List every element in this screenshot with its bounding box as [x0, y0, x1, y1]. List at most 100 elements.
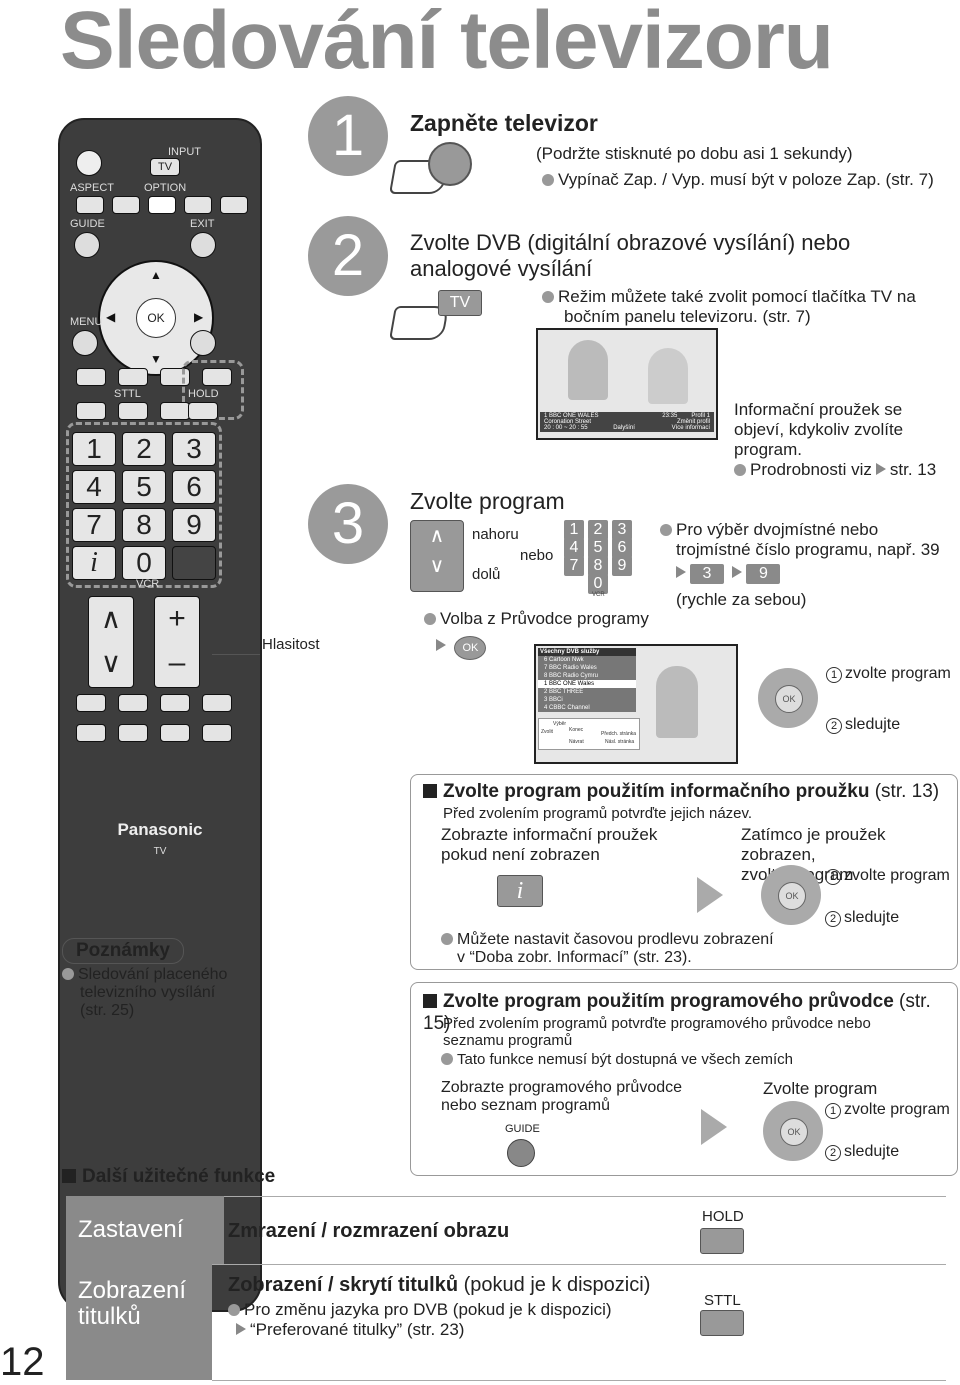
sttl-label: STTL: [114, 388, 141, 400]
remote-button[interactable]: [160, 402, 190, 420]
brand-logo: Panasonic: [117, 820, 203, 839]
remote-button[interactable]: [172, 546, 216, 580]
step-1-note-2: Vypínač Zap. / Vyp. musí být v poloze Za…: [542, 170, 934, 190]
navigation-pad[interactable]: ▲ ▼ ◀ ▶ OK: [98, 260, 214, 376]
step-3-badge: 3: [308, 484, 388, 564]
volume-up-icon[interactable]: +: [168, 602, 186, 635]
two-digit-note: Pro výběr dvojmístné nebo trojmístné čís…: [660, 520, 940, 560]
option-button[interactable]: [148, 196, 176, 214]
channel-down-icon[interactable]: ∨: [100, 647, 122, 678]
channel-rocker[interactable]: ∧ ∨: [88, 596, 134, 688]
down-label: dolů: [472, 566, 501, 583]
info-bar: 1 BBC ONE WALES Profil 1 23:35 Coronatio…: [540, 412, 714, 432]
power-icon[interactable]: [76, 150, 102, 176]
remote-button[interactable]: [76, 402, 106, 420]
exit-button[interactable]: [190, 232, 216, 258]
key-9[interactable]: 9: [172, 508, 216, 542]
remote-button[interactable]: [118, 724, 148, 742]
brand-sub: TV: [153, 846, 167, 857]
ok-key-icon: OK: [454, 636, 487, 660]
hand-press-tv-icon: TV: [389, 290, 492, 350]
tv-key-icon: TV: [438, 290, 482, 316]
remote-button[interactable]: [190, 330, 216, 356]
key-3[interactable]: 3: [172, 432, 216, 466]
aspect-label: ASPECT: [70, 182, 115, 194]
aspect-button[interactable]: [76, 196, 104, 214]
step-1-note: (Podržte stisknuté po dobu asi 1 sekundy…: [536, 144, 853, 163]
step-2-badge: 2: [308, 216, 388, 296]
hold-button[interactable]: [188, 402, 218, 420]
key-0[interactable]: 0: [122, 546, 166, 580]
divider: [66, 1264, 946, 1265]
sttl-key-icon: [700, 1310, 744, 1336]
key-1[interactable]: 1: [72, 432, 116, 466]
ok-pad-icon: OK: [761, 865, 821, 925]
input-label: INPUT: [168, 146, 201, 158]
menu-button[interactable]: [72, 330, 98, 356]
key-8[interactable]: 8: [122, 508, 166, 542]
key-6[interactable]: 6: [172, 470, 216, 504]
fast-note: (rychle za sebou): [676, 590, 807, 609]
guide-list: Všechny DVB služby 6 Cartoon Nwk 7 BBC R…: [538, 648, 636, 712]
key-5[interactable]: 5: [122, 470, 166, 504]
page-title: Sledování televizoru: [60, 0, 834, 86]
remote-button[interactable]: [76, 724, 106, 742]
color-button[interactable]: [118, 368, 148, 386]
subtitles-note: Pro změnu jazyka pro DVB (pokud je k dis…: [228, 1300, 612, 1340]
hold-label: HOLD: [188, 388, 219, 400]
menu-label: MENU: [70, 316, 103, 328]
channel-up-icon[interactable]: ∧: [100, 603, 122, 634]
color-button[interactable]: [202, 368, 232, 386]
arrow-right-icon: [697, 877, 723, 913]
remote-button[interactable]: [160, 694, 190, 712]
sttl-button[interactable]: [118, 402, 148, 420]
key-2[interactable]: 2: [122, 432, 166, 466]
hold-key-icon: [700, 1228, 744, 1254]
remote-button[interactable]: [220, 196, 248, 214]
subtitles-text: Zobrazení / skrytí titulků (pokud je k d…: [228, 1274, 651, 1296]
infobar-method-sub: Před zvolením programů potvrďte jejich n…: [443, 805, 753, 822]
hold-key-label: HOLD: [702, 1208, 744, 1225]
remote-button[interactable]: [202, 694, 232, 712]
key-4[interactable]: 4: [72, 470, 116, 504]
infobar-note: Můžete nastavit časovou prodlevu zobraze…: [441, 931, 774, 967]
volume-rocker[interactable]: + –: [154, 596, 200, 688]
remote-button[interactable]: [112, 196, 140, 214]
option-label: OPTION: [144, 182, 187, 194]
volume-down-icon[interactable]: –: [168, 646, 186, 679]
remote-button[interactable]: [184, 196, 212, 214]
guide-key-label: GUIDE: [505, 1123, 540, 1135]
guide-nav-help: Výběr Zvolit Konec Návrat Předch. stránk…: [538, 718, 640, 750]
guide-note: Volba z Průvodce programy: [424, 609, 649, 629]
more-functions-heading: Další užitečné funkce: [62, 1166, 275, 1188]
step-2-note: Režim můžete také zvolit pomocí tlačítka…: [542, 287, 952, 327]
channel-updown-key-icon: ∧ ∨: [410, 520, 464, 592]
infobar-method-heading: Zvolte program použitím informačního pro…: [423, 781, 939, 803]
up-label: nahoru: [472, 526, 519, 543]
remote-button[interactable]: [118, 694, 148, 712]
ok-button[interactable]: OK: [136, 298, 176, 338]
color-button[interactable]: [76, 368, 106, 386]
remote-button[interactable]: [76, 694, 106, 712]
info-button[interactable]: i: [72, 546, 116, 580]
remote-button[interactable]: [160, 724, 190, 742]
remote-button[interactable]: [202, 724, 232, 742]
key-7[interactable]: 7: [72, 508, 116, 542]
tv-info-screen: 1 BBC ONE WALES Profil 1 23:35 Coronatio…: [536, 328, 718, 440]
tv-button[interactable]: TV: [150, 158, 180, 176]
guide-label: GUIDE: [70, 218, 105, 230]
volume-caption: Hlasitost: [262, 636, 320, 653]
guide-method-heading: Zvolte program použitím programového prů…: [423, 991, 931, 1034]
guide-method-box: Zvolte program použitím programového prů…: [410, 982, 958, 1176]
guide-availability-note: Tato funkce nemusí být dostupná ve všech…: [441, 1051, 793, 1068]
guide-button[interactable]: [74, 232, 100, 258]
infobar-method-box: Zvolte program použitím informačního pro…: [410, 774, 958, 970]
hand-press-power-icon: [389, 142, 472, 194]
